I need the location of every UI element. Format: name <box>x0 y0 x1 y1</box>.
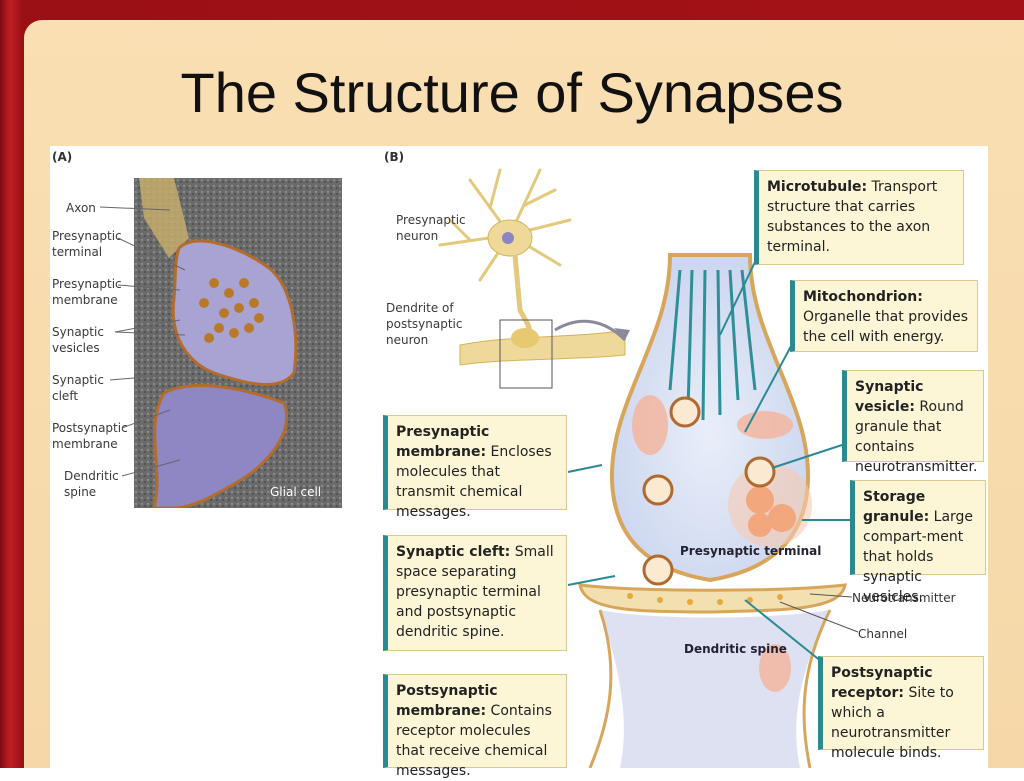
spine-membrane-left <box>588 609 613 768</box>
panel-b-leader-lines <box>567 261 859 663</box>
spine-membrane-right <box>802 609 832 768</box>
callout-microtubule-term: Microtubule: <box>767 179 868 195</box>
callout-synaptic-vesicle-text: Round granule that contains neurotransmi… <box>855 399 978 475</box>
zoom-arrow-head <box>614 328 630 340</box>
callout-storage-granule: Storage granule: Large compart-ment that… <box>850 480 986 605</box>
callout-microtubule: Microtubule: Transport structure that ca… <box>754 170 964 265</box>
callout-synaptic-cleft-text: Small space separating presynaptic termi… <box>396 544 554 640</box>
neuron-dendrites <box>438 168 572 282</box>
label-synaptic-vesicles: Synaptic vesicles <box>52 325 104 355</box>
label-postsynaptic-membrane: Postsynaptic membrane <box>52 421 128 451</box>
label-dendritic-spine-center: Dendritic spine <box>684 642 787 656</box>
microtubules <box>668 269 757 421</box>
zoom-arrow <box>554 319 627 342</box>
neuron-axon <box>512 254 533 336</box>
synapse-diagram <box>578 253 847 768</box>
panel-a-letter: (A) <box>52 150 73 164</box>
callout-postsynaptic-receptor: Postsynaptic receptor: Site to which a n… <box>818 656 984 761</box>
label-channel: Channel <box>858 627 908 641</box>
callout-postsynaptic-receptor-term: Postsynaptic receptor: <box>831 665 933 701</box>
label-presynaptic-terminal: Presynaptic terminal <box>52 229 122 259</box>
micrograph <box>134 178 342 508</box>
label-presynaptic-neuron: Presynaptic neuron <box>396 213 466 243</box>
callout-synaptic-cleft: Synaptic cleft: Small space separating p… <box>383 535 567 651</box>
mitochondrion-shape-2 <box>737 411 793 439</box>
mitochondrion-shape <box>632 395 668 455</box>
callout-storage-granule-term: Storage granule: <box>863 489 930 525</box>
callout-presynaptic-membrane-term: Presynaptic membrane: <box>396 424 490 460</box>
spine-mitochondrion <box>759 644 791 692</box>
callout-synaptic-vesicle: Synaptic vesicle: Round granule that con… <box>842 370 984 475</box>
neuron-illustration <box>438 168 630 389</box>
callout-presynaptic-membrane: Presynaptic membrane: Encloses molecules… <box>383 415 567 520</box>
side-label-pointers <box>779 593 859 633</box>
neurotransmitter-dots <box>627 593 783 605</box>
label-dendrite-postsynaptic: Dendrite of postsynaptic neuron <box>386 301 463 347</box>
micrograph-axon <box>139 178 189 258</box>
label-presynaptic-terminal-center: Presynaptic terminal <box>680 544 822 558</box>
glial-cell-label: Glial cell <box>270 485 322 499</box>
callout-postsynaptic-membrane: Postsynaptic membrane: Contains receptor… <box>383 674 567 779</box>
callout-mitochondrion-term: Mitochondrion: <box>803 289 923 305</box>
synaptic-cleft-shape <box>578 583 847 614</box>
label-synaptic-cleft: Synaptic cleft <box>52 373 104 403</box>
callout-mitochondrion-text: Organelle that provides the cell with en… <box>803 309 969 345</box>
label-neurotransmitter: Neurotransmitter <box>852 591 956 606</box>
callout-presynaptic-membrane-text: Encloses molecules that transmit chemica… <box>396 444 552 520</box>
label-presynaptic-membrane: Presynaptic membrane <box>52 277 122 307</box>
panel-a-leader-lines <box>100 206 186 477</box>
label-dendritic-spine: Dendritic spine <box>64 469 119 499</box>
zoom-box <box>499 319 553 389</box>
callout-synaptic-vesicle-term: Synaptic vesicle: <box>855 379 924 415</box>
panel-b-letter: (B) <box>384 150 405 164</box>
micrograph-dendritic-spine <box>152 384 289 508</box>
micrograph-presynaptic-terminal <box>171 239 298 387</box>
neuron-nucleus <box>502 232 514 244</box>
synaptic-vesicles <box>642 396 776 586</box>
storage-granule <box>728 463 812 547</box>
callout-synaptic-cleft-term: Synaptic cleft: <box>396 544 511 560</box>
callout-postsynaptic-receptor-text: Site to which a neurotransmitter molecul… <box>831 685 954 761</box>
slide-title: The Structure of Synapses <box>180 61 844 124</box>
callout-mitochondrion: Mitochondrion: Organelle that provides t… <box>790 280 978 352</box>
small-terminal <box>511 328 539 348</box>
label-axon: Axon <box>66 201 96 215</box>
callout-storage-granule-text: Large compart-ment that holds synaptic v… <box>863 509 974 605</box>
callout-postsynaptic-membrane-term: Postsynaptic membrane: <box>396 683 498 719</box>
micrograph-vesicles <box>199 278 264 343</box>
callout-microtubule-text: Transport structure that carries substan… <box>767 179 938 255</box>
